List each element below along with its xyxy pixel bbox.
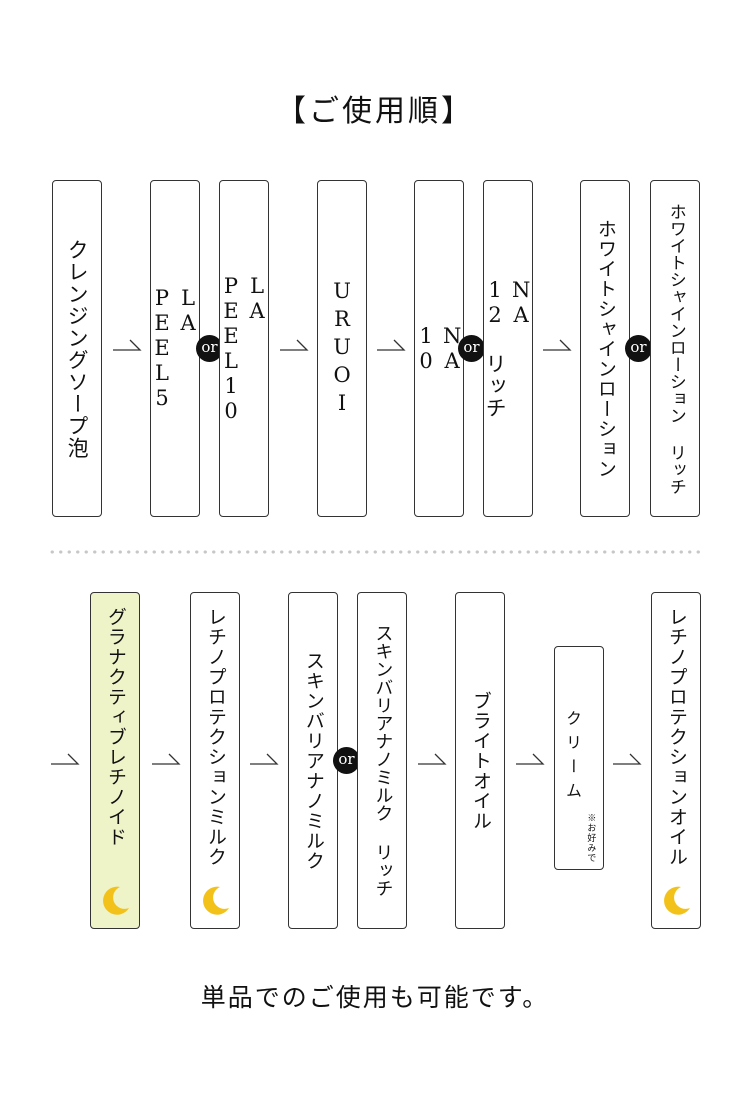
- optional-note: ※お好みで: [585, 813, 596, 863]
- arrow-right-icon: [418, 753, 447, 765]
- step-label: 10: [414, 323, 438, 374]
- step-label: LA: [176, 286, 200, 336]
- step-label: PEEL5: [150, 286, 174, 411]
- arrow-right-icon: [613, 753, 642, 765]
- step-label: スキンバリアナノミルク: [302, 650, 325, 871]
- step-uruoi: URUOI: [317, 180, 367, 517]
- dotted-divider: [48, 550, 704, 554]
- arrow-right-icon: [280, 339, 309, 351]
- or-badge: or: [625, 335, 652, 362]
- step-bright-oil: ブライトオイル: [455, 592, 505, 929]
- step-label: PEEL10: [219, 273, 243, 424]
- step-label: スキンバリアナノミルク リッチ: [372, 624, 394, 897]
- step-label: ホワイトシャインローション リッチ: [665, 202, 686, 495]
- step-label: ホワイトシャインローション: [594, 218, 617, 479]
- step-label: NA: [440, 323, 464, 374]
- crescent-moon-icon: [203, 886, 229, 915]
- step-skin-barrier-nano-milk: スキンバリアナノミルク: [288, 592, 338, 929]
- crescent-moon-icon: [103, 886, 129, 915]
- arrow-right-icon: [51, 753, 80, 765]
- arrow-right-icon: [113, 339, 142, 351]
- or-badge: or: [458, 335, 485, 362]
- step-na-10: NA 10: [414, 180, 464, 517]
- arrow-right-icon: [543, 339, 572, 351]
- step-cleansing-soap: クレンジングソープ泡: [52, 180, 102, 517]
- step-label: 12 リッチ: [483, 278, 507, 419]
- step-cream: クリーム ※お好みで: [554, 646, 604, 870]
- step-label: クリーム: [563, 710, 583, 806]
- or-badge: or: [196, 335, 223, 362]
- step-white-shine-lotion: ホワイトシャインローション: [580, 180, 630, 517]
- step-label: レチノプロテクションミルク: [204, 607, 227, 867]
- step-la-peel-5: LA PEEL5: [150, 180, 200, 517]
- arrow-right-icon: [250, 753, 279, 765]
- step-retino-protection-oil: レチノプロテクションオイル: [651, 592, 701, 929]
- or-badge: or: [333, 747, 360, 774]
- step-label: グラナクティブレチノイド: [104, 607, 127, 847]
- arrow-right-icon: [516, 753, 545, 765]
- arrow-right-icon: [377, 339, 406, 351]
- crescent-moon-icon: [664, 886, 690, 915]
- page-title: 【ご使用順】: [276, 94, 474, 129]
- step-la-peel-10: LA PEEL10: [219, 180, 269, 517]
- step-na-12-rich: NA 12 リッチ: [483, 180, 533, 517]
- step-label: クレンジングソープ泡: [65, 238, 90, 459]
- step-granactive-retinoid: グラナクティブレチノイド: [90, 592, 140, 929]
- step-label: ブライトオイル: [469, 690, 492, 831]
- arrow-right-icon: [152, 753, 181, 765]
- step-label: URUOI: [330, 278, 355, 419]
- step-retino-protection-milk: レチノプロテクションミルク: [190, 592, 240, 929]
- step-label: レチノプロテクションオイル: [665, 607, 688, 867]
- footer-note: 単品でのご使用も可能です。: [200, 983, 550, 1012]
- step-label: NA: [509, 278, 533, 328]
- step-white-shine-lotion-rich: ホワイトシャインローション リッチ: [650, 180, 700, 517]
- step-skin-barrier-nano-milk-rich: スキンバリアナノミルク リッチ: [357, 592, 407, 929]
- step-label: LA: [245, 273, 269, 324]
